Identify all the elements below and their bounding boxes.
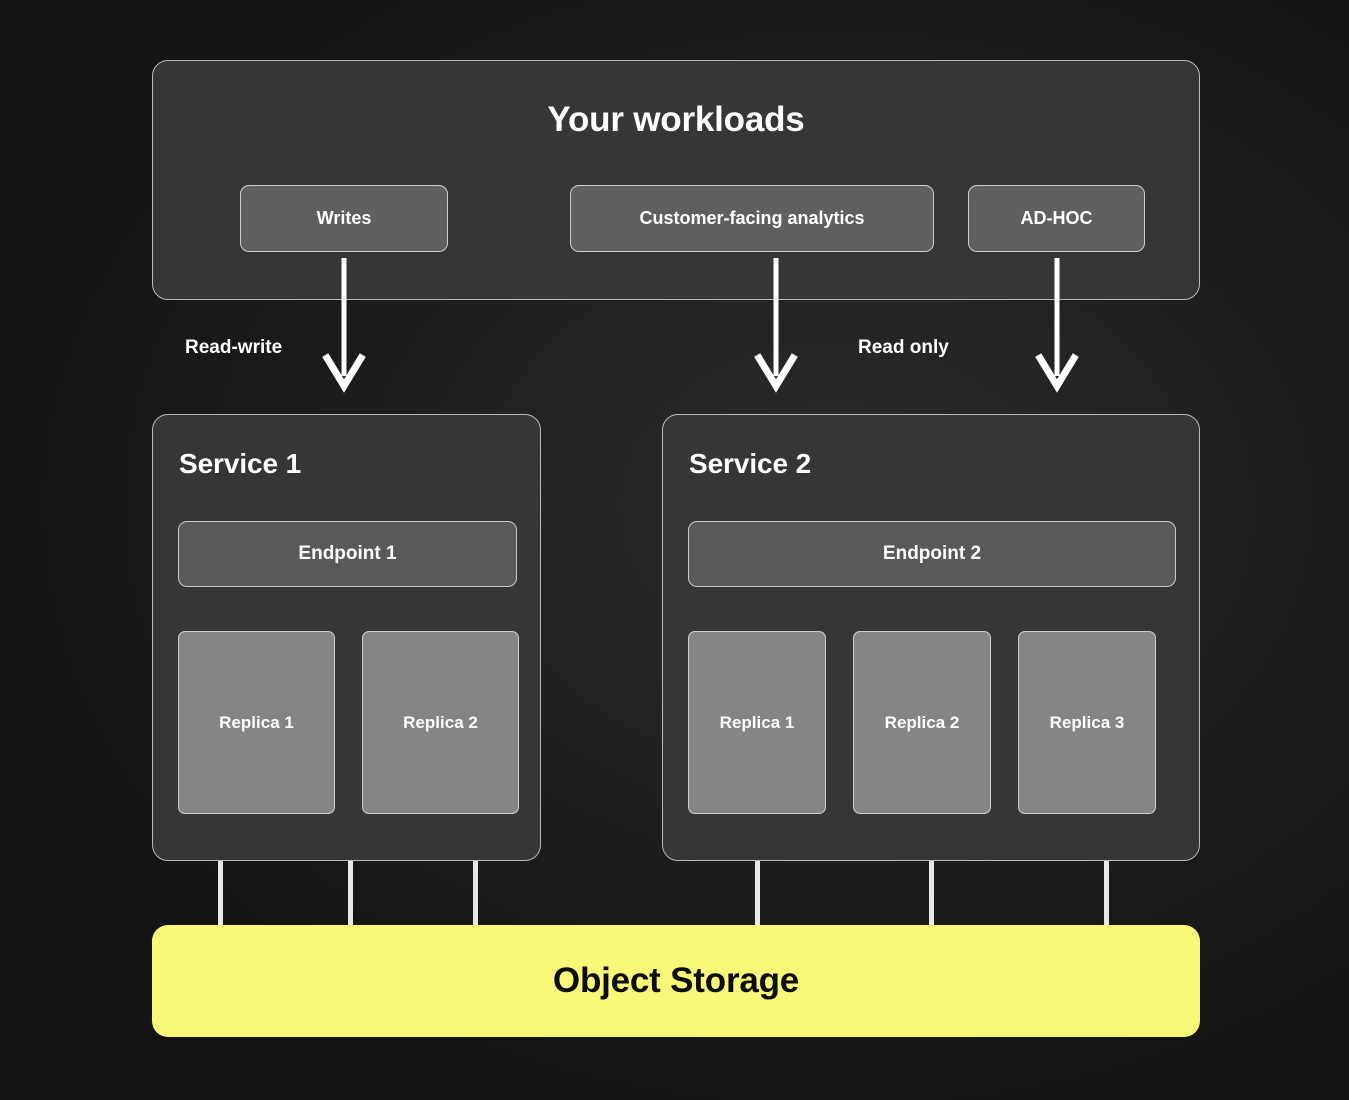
workload-chip-writes[interactable]: Writes xyxy=(240,185,448,252)
service-2-replica-2[interactable]: Replica 2 xyxy=(853,631,991,814)
workload-chip-ad-hoc[interactable]: AD-HOC xyxy=(968,185,1145,252)
flow-label-read-only: Read only xyxy=(858,337,949,358)
service-2-replica-2-label: Replica 2 xyxy=(884,712,960,732)
service-2-replica-3-label: Replica 3 xyxy=(1049,712,1125,732)
connector-service-1-storage-3 xyxy=(473,861,478,925)
object-storage-panel: Object Storage xyxy=(152,925,1200,1037)
connector-service-2-storage-1 xyxy=(755,861,760,925)
service-2-replica-row: Replica 1 Replica 2 Replica 3 xyxy=(688,631,1156,814)
workload-chip-writes-label: Writes xyxy=(316,208,372,228)
service-2-endpoint-label: Endpoint 2 xyxy=(882,543,982,564)
service-1-replica-1[interactable]: Replica 1 xyxy=(178,631,335,814)
service-2-endpoint[interactable]: Endpoint 2 xyxy=(688,521,1176,587)
service-1-endpoint[interactable]: Endpoint 1 xyxy=(178,521,517,587)
service-2-replica-3[interactable]: Replica 3 xyxy=(1018,631,1156,814)
service-1-panel: Service 1 Endpoint 1 Replica 1 Replica 2 xyxy=(152,414,541,861)
service-1-title: Service 1 xyxy=(179,448,302,479)
service-2-replica-1-label: Replica 1 xyxy=(719,712,795,732)
service-1-replica-row: Replica 1 Replica 2 xyxy=(178,631,519,814)
arrow-writes-to-service-1 xyxy=(322,258,366,393)
arrow-analytics-to-service-2 xyxy=(754,258,798,393)
service-1-endpoint-label: Endpoint 1 xyxy=(298,543,397,564)
connector-service-1-storage-1 xyxy=(218,861,223,925)
workload-chip-ad-hoc-label: AD-HOC xyxy=(1020,208,1093,228)
object-storage-label: Object Storage xyxy=(552,961,800,1000)
connector-service-2-storage-3 xyxy=(1104,861,1109,925)
connector-service-1-storage-2 xyxy=(348,861,353,925)
arrow-ad-hoc-to-service-2 xyxy=(1035,258,1079,393)
workload-chip-customer-facing-analytics-label: Customer-facing analytics xyxy=(639,208,865,228)
flow-label-read-write: Read-write xyxy=(185,337,283,358)
service-1-replica-2-label: Replica 2 xyxy=(403,712,478,732)
service-1-replica-2[interactable]: Replica 2 xyxy=(362,631,519,814)
workloads-panel: Your workloads xyxy=(152,60,1200,300)
service-2-title: Service 2 xyxy=(689,448,812,479)
workloads-title: Your workloads xyxy=(547,100,805,139)
service-2-panel: Service 2 Endpoint 2 Replica 1 Replica 2… xyxy=(662,414,1200,861)
service-1-replica-1-label: Replica 1 xyxy=(219,712,294,732)
workload-chip-customer-facing-analytics[interactable]: Customer-facing analytics xyxy=(570,185,934,252)
service-2-replica-1[interactable]: Replica 1 xyxy=(688,631,826,814)
connector-service-2-storage-2 xyxy=(929,861,934,925)
